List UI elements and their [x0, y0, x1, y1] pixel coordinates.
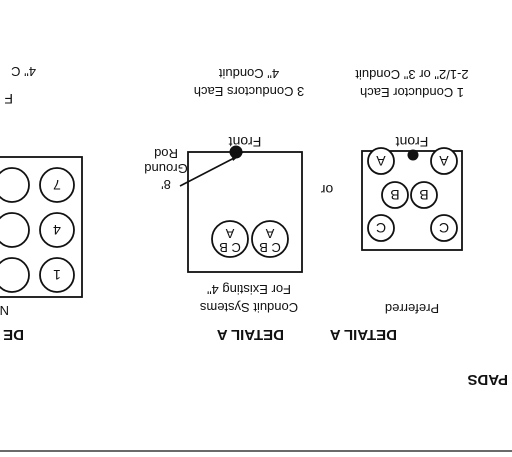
ground-dot	[407, 149, 419, 161]
detail-left-bottom-label: Preferred	[385, 301, 439, 316]
detail-cut-top-line: 4" C	[11, 64, 36, 79]
conduit-circle	[0, 167, 30, 203]
conduit-number: 4	[53, 222, 61, 238]
conduit-circle	[39, 212, 75, 248]
conduit-circle	[211, 220, 249, 258]
detail-right-top-line-1: 4" Conduit	[218, 66, 279, 81]
conduit-circle	[0, 212, 30, 248]
detail-cut-bottom-letter: N	[0, 303, 9, 318]
conduit-circle	[367, 214, 395, 242]
leader-arrowhead	[231, 152, 244, 161]
detail-right-bottom-line-2: Conduit Systems	[199, 300, 298, 315]
conduit-number: 7	[53, 177, 61, 193]
conduit-letter: B	[390, 187, 399, 203]
detail-left-header: DETAIL A	[330, 326, 397, 343]
conduit-circle	[381, 181, 409, 209]
conduit-circle	[430, 214, 458, 242]
rod-label-line-1: 8'	[161, 177, 171, 192]
pad-box-existing	[187, 151, 303, 273]
section-title: PADS	[467, 371, 508, 388]
conduit-number: 1	[53, 267, 61, 283]
rod-label-line-2: Ground	[144, 161, 187, 176]
conduit-letters: C B	[259, 240, 281, 255]
conduit-circle	[430, 147, 458, 175]
detail-cut-side-letter: F	[4, 91, 13, 107]
conduit-circle	[251, 220, 289, 258]
conduit-letters: A	[265, 226, 274, 241]
detail-left-top-line-1: 2-1/2" or 3" Conduit	[355, 67, 469, 82]
conduit-circles-preferred	[367, 147, 458, 242]
detail-left-front-label: Front	[396, 134, 429, 150]
detail-right-top-line-2: 3 Conductors Each	[194, 84, 305, 99]
ground-rod-leader	[179, 155, 239, 187]
conduit-circle	[39, 257, 75, 293]
or-label: or	[320, 182, 333, 198]
detail-right-bottom-line-1: For Existing 4"	[207, 282, 291, 297]
detail-right-header: DETAIL A	[217, 326, 284, 343]
conduit-letters: A	[225, 226, 234, 241]
conduit-letters: C B	[219, 240, 241, 255]
conduit-circle	[367, 147, 395, 175]
conduit-letter: C	[439, 220, 449, 236]
conduit-letter: A	[439, 153, 449, 169]
conduit-circle	[39, 167, 75, 203]
detail-left-top-line-2: 1 Conductor Each	[360, 85, 464, 100]
conduit-circle	[0, 257, 30, 293]
conduit-letter: A	[376, 153, 386, 169]
detail-cut-header: DE	[3, 326, 24, 343]
conduit-circle	[410, 181, 438, 209]
conduit-letter: C	[376, 220, 386, 236]
conduit-letter: B	[419, 187, 428, 203]
rod-label-line-3: Rod	[154, 146, 178, 161]
